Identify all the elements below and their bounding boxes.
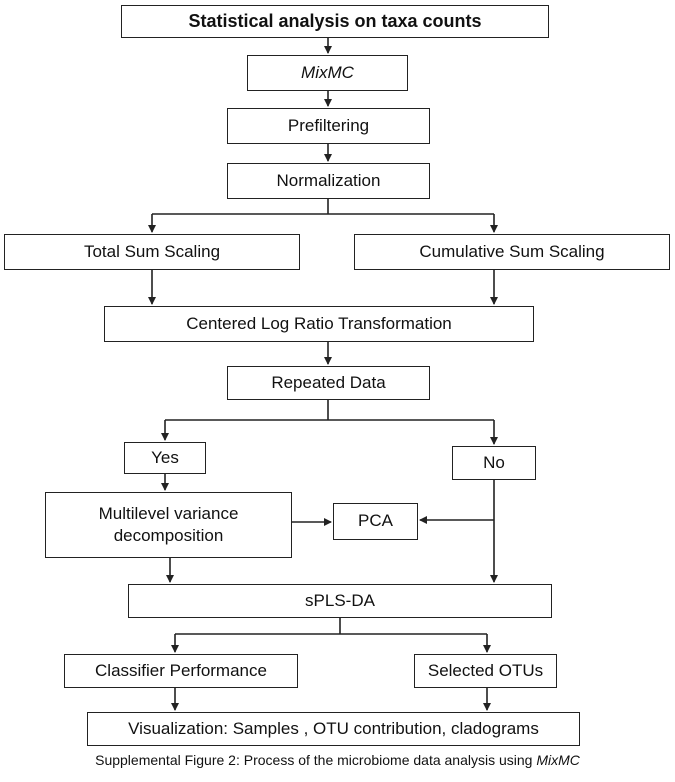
node-splsda: sPLS-DA — [128, 584, 552, 618]
node-pca: PCA — [333, 503, 418, 540]
node-repeated-data: Repeated Data — [227, 366, 430, 400]
caption-text: Supplemental Figure 2: Process of the mi… — [95, 752, 537, 768]
caption-emphasis: MixMC — [536, 752, 580, 768]
node-no: No — [452, 446, 536, 480]
node-visualization: Visualization: Samples , OTU contributio… — [87, 712, 580, 746]
node-classifier-performance: Classifier Performance — [64, 654, 298, 688]
node-clr: Centered Log Ratio Transformation — [104, 306, 534, 342]
node-cumulative-sum-scaling: Cumulative Sum Scaling — [354, 234, 670, 270]
node-selected-otus: Selected OTUs — [414, 654, 557, 688]
node-mixmc: MixMC — [247, 55, 408, 91]
node-statistical-analysis: Statistical analysis on taxa counts — [121, 5, 549, 38]
node-multilevel: Multilevel variance decomposition — [45, 492, 292, 558]
node-total-sum-scaling: Total Sum Scaling — [4, 234, 300, 270]
node-normalization: Normalization — [227, 163, 430, 199]
node-prefiltering: Prefiltering — [227, 108, 430, 144]
node-yes: Yes — [124, 442, 206, 474]
figure-caption: Supplemental Figure 2: Process of the mi… — [0, 752, 675, 768]
